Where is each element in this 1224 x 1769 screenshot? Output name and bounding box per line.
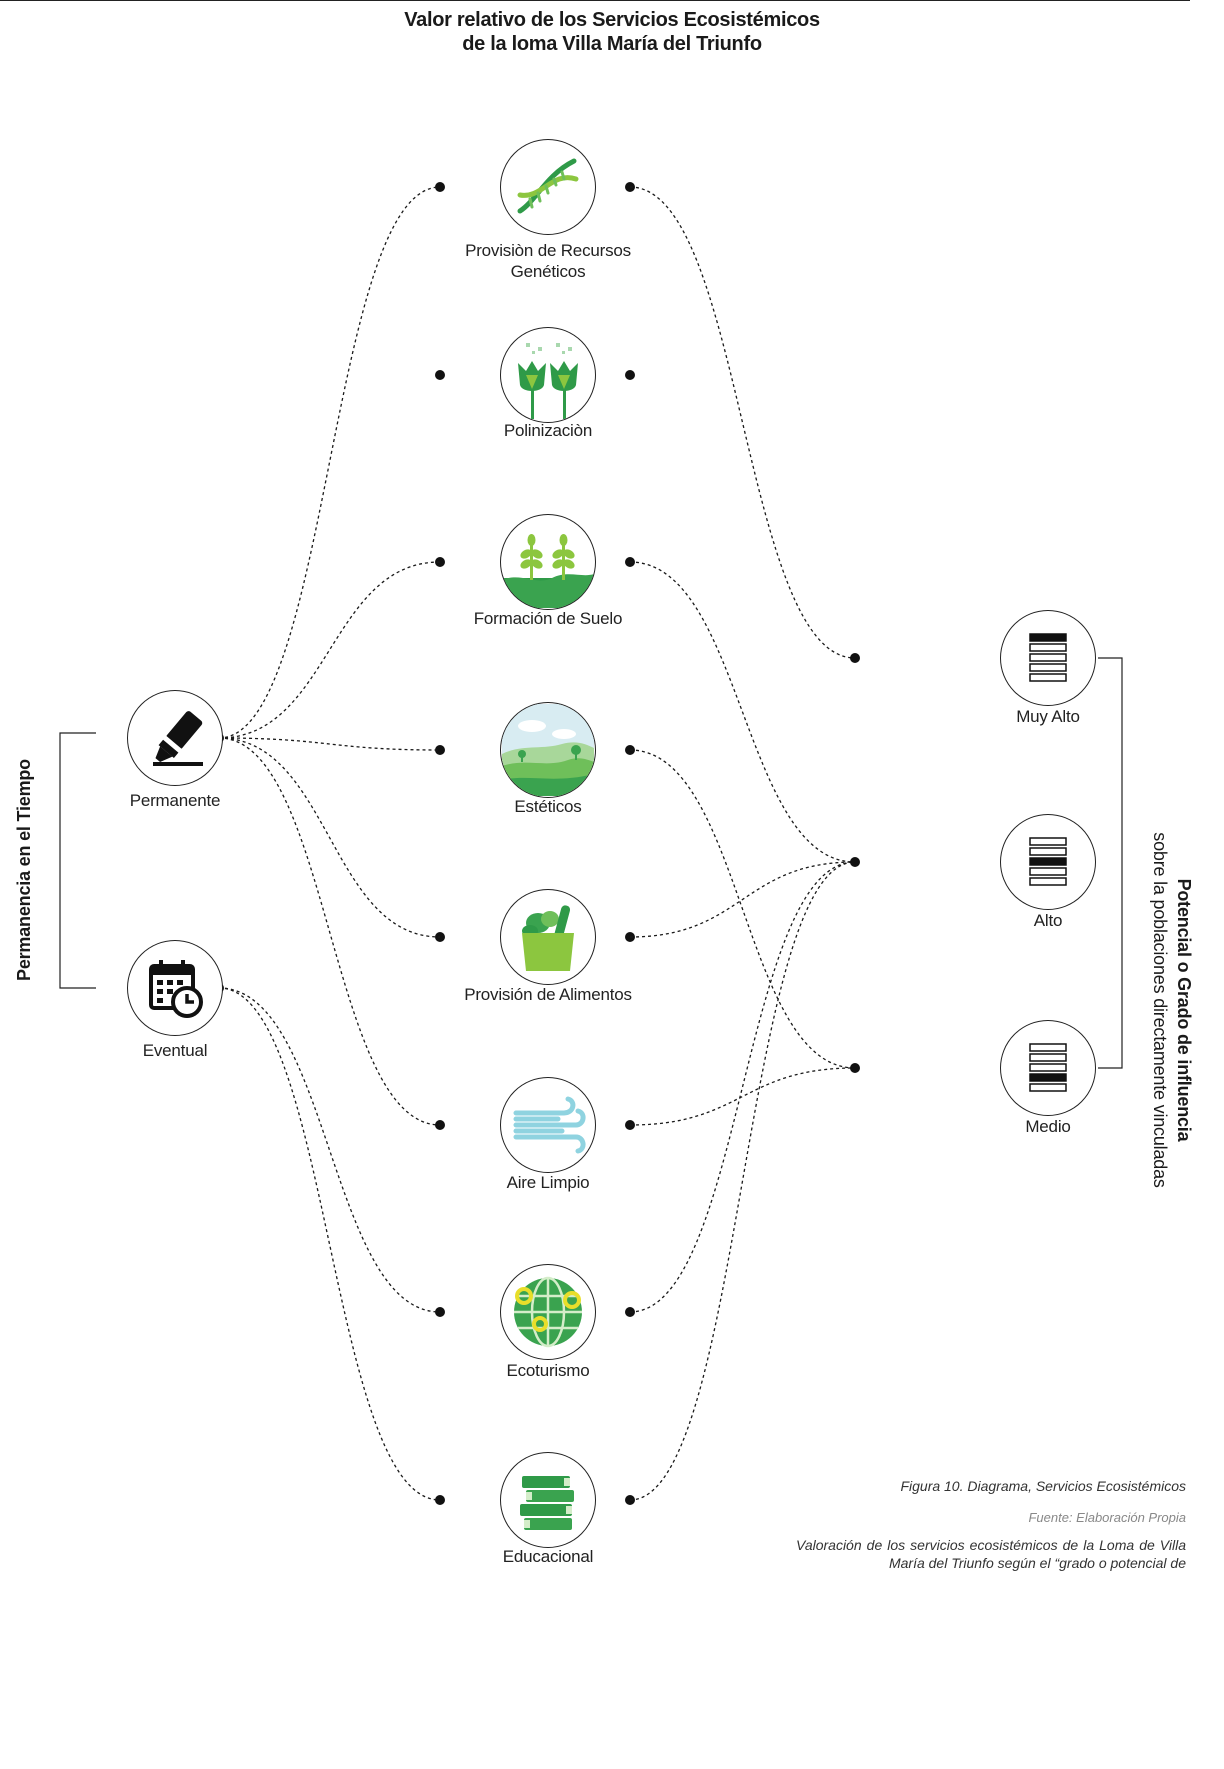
figure-source: Fuente: Elaboración Propia: [1028, 1510, 1186, 1525]
medio-label: Medio: [1025, 1117, 1071, 1136]
connector-right-soil: [629, 561, 856, 863]
permanente-node: [127, 690, 223, 786]
eventual-label: Eventual: [142, 1041, 208, 1060]
connector-left-soil: [218, 561, 441, 739]
level-bar-filled: [1029, 1073, 1067, 1082]
medio-node: [1000, 1020, 1096, 1116]
connector-right-education: [629, 861, 856, 1501]
ecotourism-node: [500, 1264, 596, 1360]
level-bar-empty: [1029, 877, 1067, 886]
grocery-bag-icon: [522, 905, 574, 971]
level-bar-filled: [1029, 857, 1067, 866]
landscape-icon: [502, 704, 594, 796]
service-output-dot: [625, 370, 635, 380]
level-bar-empty: [1029, 643, 1067, 652]
highlighter-icon: [153, 711, 203, 766]
level-bar-empty: [1029, 1083, 1067, 1092]
connector-left-air: [218, 737, 441, 1126]
title-line-2: de la loma Villa María del Triunfo: [462, 33, 762, 55]
globe-pin-icon: [514, 1276, 582, 1348]
level-bar-filled: [1029, 633, 1067, 642]
muy-alto-node: [1000, 610, 1096, 706]
connector-right-food: [629, 861, 856, 938]
right-axis-label-bold: Potencial o Grado de influencia: [1174, 878, 1194, 1142]
pollination-node: [500, 327, 596, 423]
genetic-resources-node: [500, 139, 596, 235]
level-bars-icon: [1029, 837, 1067, 886]
right-bracket: [1098, 657, 1123, 1069]
figure-caption: Figura 10. Diagrama, Servicios Ecosistém…: [900, 1478, 1186, 1494]
connector-left-education: [218, 987, 441, 1501]
level-bar-empty: [1029, 673, 1067, 682]
aesthetic-label: Estéticos: [514, 797, 582, 816]
food-provision-label: Provisión de Alimentos: [464, 985, 632, 1004]
muy-alto-label: Muy Alto: [1016, 707, 1080, 726]
connector-left-genetic: [218, 186, 441, 739]
service-input-dot: [435, 745, 445, 755]
permanente-label: Permanente: [129, 791, 221, 810]
soil-formation-label: Formación de Suelo: [473, 609, 623, 628]
level-bar-empty: [1029, 867, 1067, 876]
soil-formation-node: [500, 514, 596, 610]
connector-left-ecotourism: [218, 987, 441, 1313]
sprout-icon: [502, 534, 594, 608]
target-dot-alto: [850, 857, 860, 867]
aesthetic-node: [500, 702, 596, 798]
wind-icon: [513, 1096, 586, 1154]
figure-description: Valoración de los servicios ecosistémico…: [796, 1537, 1186, 1571]
educational-label: Educacional: [502, 1547, 594, 1566]
books-icon: [520, 1476, 574, 1530]
educational-node: [500, 1452, 596, 1548]
target-dot-medio: [850, 1063, 860, 1073]
level-bar-empty: [1029, 663, 1067, 672]
level-bar-empty: [1029, 1063, 1067, 1072]
calendar-clock-icon: [149, 960, 203, 1018]
service-input-dot: [435, 370, 445, 380]
clean-air-label: Aire Limpio: [506, 1173, 590, 1192]
pollination-label: Polinizaciòn: [503, 421, 593, 440]
right-axis-label-rest: sobre la poblaciones directamente vincul…: [1150, 832, 1170, 1188]
dna-icon: [517, 158, 579, 214]
connector-left-food: [218, 737, 441, 938]
diagram-title: Valor relativo de los Servicios Ecosisté…: [0, 8, 1224, 56]
genetic-resources-label: Provisiòn de Recursos Genéticos: [465, 241, 631, 281]
clean-air-node: [500, 1077, 596, 1173]
level-bars-icon: [1029, 1043, 1067, 1092]
title-line-1: Valor relativo de los Servicios Ecosisté…: [404, 9, 820, 31]
tulip-icon: [518, 343, 578, 419]
level-bar-empty: [1029, 653, 1067, 662]
eventual-node: [127, 940, 223, 1036]
level-bars-icon: [1029, 633, 1067, 682]
connector-right-ecotourism: [629, 861, 856, 1313]
top-rule: [0, 0, 1190, 1]
alto-node: [1000, 814, 1096, 910]
connector-left-aesthetic: [218, 737, 441, 751]
level-bar-empty: [1029, 847, 1067, 856]
right-axis-label: Potencial o Grado de influencia sobre la…: [1148, 830, 1196, 1190]
food-provision-node: [500, 889, 596, 985]
alto-label: Alto: [1033, 911, 1063, 930]
connector-right-aesthetic: [629, 749, 856, 1069]
connector-right-air: [629, 1067, 856, 1126]
level-bar-empty: [1029, 837, 1067, 846]
level-bar-empty: [1029, 1043, 1067, 1052]
target-dot-muy-alto: [850, 653, 860, 663]
left-bracket: [59, 732, 96, 989]
left-axis-label: Permanencia en el Tiempo: [14, 759, 34, 981]
ecotourism-label: Ecoturismo: [506, 1361, 590, 1380]
level-bar-empty: [1029, 1053, 1067, 1062]
